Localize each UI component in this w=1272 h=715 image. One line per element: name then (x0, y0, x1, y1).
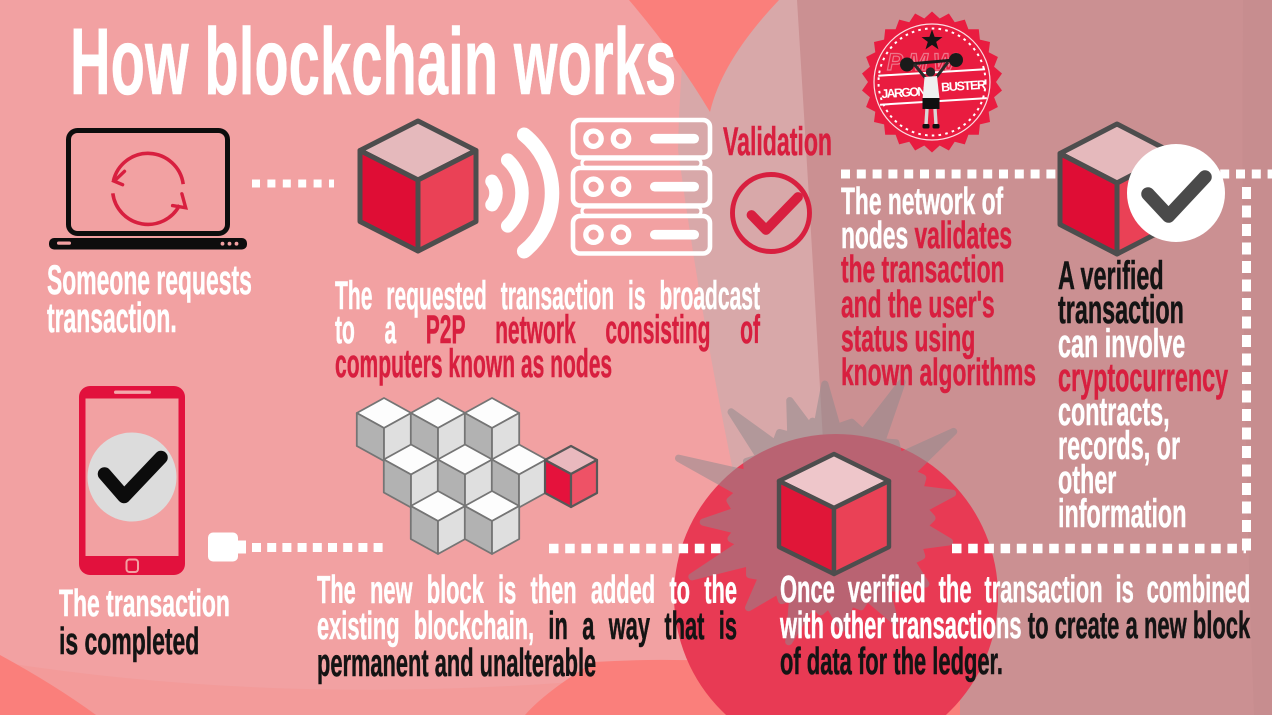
svg-text:BUSTER: BUSTER (941, 78, 987, 95)
svg-text:JARGON: JARGON (881, 84, 927, 101)
